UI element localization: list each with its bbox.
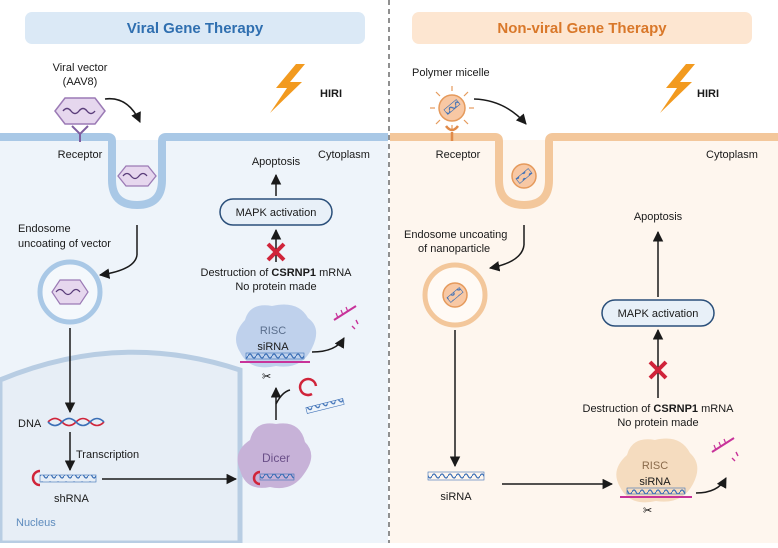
viral-vector-label: Viral vector xyxy=(53,62,108,74)
right-scissors-icon: ✂ xyxy=(643,505,652,517)
right-panel: Non-viral Gene Therapy Polymer micelle R… xyxy=(390,12,778,543)
sirna-duplex-icon xyxy=(305,398,345,414)
right-title-box xyxy=(412,12,752,44)
left-nucleus xyxy=(0,349,243,546)
right-endosome-sublabel: of nanoparticle xyxy=(418,243,490,255)
left-no-protein-text: No protein made xyxy=(235,281,316,293)
right-sirna-label: siRNA xyxy=(440,491,472,503)
shrna-label: shRNA xyxy=(54,493,90,505)
left-endosome-sublabel: uncoating of vector xyxy=(18,238,111,250)
left-inhibition-x-icon xyxy=(266,242,286,262)
left-cell-membrane xyxy=(0,133,388,210)
left-apoptosis-label: Apoptosis xyxy=(252,156,301,168)
right-endosome-label: Endosome uncoating xyxy=(404,229,507,241)
left-cytoplasm-label: Cytoplasm xyxy=(318,149,370,161)
right-mapk-box xyxy=(601,299,715,327)
right-hiri-label: HIRI xyxy=(697,88,719,100)
viral-vector-sublabel: (AAV8) xyxy=(63,76,98,88)
right-risc-label: RISC xyxy=(642,460,668,472)
nucleus-label: Nucleus xyxy=(16,517,56,529)
receptor-icon xyxy=(71,125,89,142)
aav8-capsid-icon xyxy=(54,97,106,125)
left-title-box xyxy=(25,12,365,44)
left-endosome-label: Endosome xyxy=(18,223,71,235)
right-mapk-label: MAPK activation xyxy=(618,308,699,320)
right-no-protein-text: No protein made xyxy=(617,417,698,429)
left-risc-label: RISC xyxy=(260,325,286,337)
right-cleaved-mrna-icon xyxy=(711,437,739,462)
polymer-micelle-icon xyxy=(430,86,474,130)
left-cleaved-mrna-icon xyxy=(333,305,359,330)
micelle-label: Polymer micelle xyxy=(412,67,490,79)
dicer-complex: Dicer xyxy=(237,423,312,489)
arrow-micelle-to-membrane xyxy=(473,98,527,125)
right-risc-complex: RISC siRNA ✂ xyxy=(616,438,698,517)
left-risc-sirna-label: siRNA xyxy=(257,341,289,353)
right-cell-membrane xyxy=(390,133,778,210)
left-endosome-icon xyxy=(37,259,103,325)
arrow-to-endosome xyxy=(98,254,138,279)
right-arrow-risc-out xyxy=(695,477,727,494)
left-mapk-label: MAPK activation xyxy=(236,207,317,219)
left-hiri-label: HIRI xyxy=(320,88,342,100)
right-inhibition-x-icon xyxy=(648,360,668,380)
right-receptor-label: Receptor xyxy=(436,149,481,161)
arrow-risc-out xyxy=(311,337,345,353)
left-panel: Viral Gene Therapy Viral vector (AAV8) R… xyxy=(0,12,388,546)
left-receptor-label: Receptor xyxy=(58,149,103,161)
internalized-micelle-icon xyxy=(511,163,537,189)
dicer-label: Dicer xyxy=(262,451,290,465)
left-mapk-box xyxy=(219,198,333,226)
left-destruction-text: Destruction of CSRNP1 mRNA xyxy=(201,267,353,279)
right-apoptosis-label: Apoptosis xyxy=(634,211,683,223)
left-title: Viral Gene Therapy xyxy=(127,20,264,37)
right-cytoplasm-area xyxy=(390,140,778,543)
internalized-vector-icon xyxy=(117,165,157,187)
dna-helix-icon xyxy=(47,417,105,427)
right-endosome-icon xyxy=(422,262,488,328)
dna-label: DNA xyxy=(18,418,42,430)
right-cytoplasm-label: Cytoplasm xyxy=(706,149,758,161)
right-hiri-lightning-icon xyxy=(660,64,695,113)
right-arrow-to-endosome xyxy=(488,244,525,272)
left-risc-complex: RISC siRNA ✂ xyxy=(236,304,317,383)
arrow-vector-to-membrane xyxy=(104,97,141,123)
right-sirna-icon xyxy=(427,471,485,481)
shrna-icon xyxy=(31,469,97,487)
transcription-label: Transcription xyxy=(76,449,139,461)
arrow-dicer-branch xyxy=(275,389,291,405)
left-hiri-lightning-icon xyxy=(270,64,305,113)
right-destruction-text: Destruction of CSRNP1 mRNA xyxy=(583,403,735,415)
loop-fragment-icon xyxy=(298,377,318,397)
right-title: Non-viral Gene Therapy xyxy=(497,20,667,37)
right-risc-sirna-label: siRNA xyxy=(639,476,671,488)
left-scissors-icon: ✂ xyxy=(262,371,271,383)
right-receptor-icon xyxy=(445,125,459,141)
